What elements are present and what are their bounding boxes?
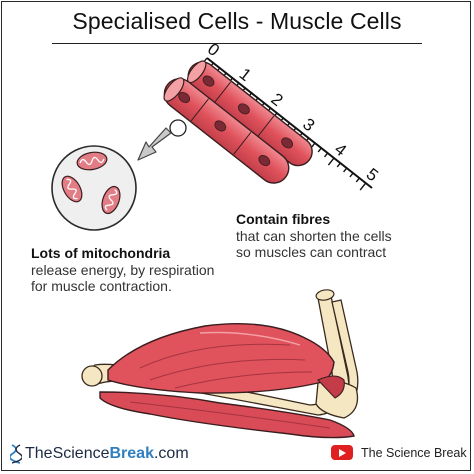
- brand-prefix: TheScience: [25, 445, 110, 462]
- mitochondria-zoom: [51, 145, 137, 231]
- fibres-body-line-1: that can shorten the cells: [236, 227, 392, 244]
- brand-bold: Break: [109, 445, 154, 462]
- fibres-heading: Contain fibres: [236, 211, 331, 227]
- mitochondria-label: Lots of mitochondria release energy, by …: [31, 245, 214, 295]
- brand-suffix: .com: [153, 445, 189, 462]
- ruler-minor-tick: [343, 167, 348, 173]
- youtube-channel-link[interactable]: The Science Break: [331, 445, 467, 460]
- ruler-minor-tick: [336, 162, 341, 168]
- ruler-tick-label: 0: [204, 39, 223, 60]
- ruler-minor-tick: [355, 177, 360, 183]
- ruler-minor-tick: [317, 147, 322, 153]
- zoom-arrow: [137, 127, 172, 161]
- muscle-fibres: [163, 60, 313, 184]
- fibres-label: Contain fibres that can shorten the cell…: [236, 211, 392, 261]
- page-title: Specialised Cells - Muscle Cells: [72, 8, 402, 34]
- mitochondria-body-line-1: release energy, by respiration: [31, 261, 215, 278]
- dna-icon: [10, 444, 22, 464]
- zoom-marker: [169, 119, 187, 137]
- fibres-body-line-2: so muscles can contract: [236, 244, 387, 260]
- title-underline: [52, 43, 422, 44]
- youtube-label: The Science Break: [361, 445, 467, 460]
- arm-muscle-illustration: [81, 289, 359, 439]
- mitochondria-heading: Lots of mitochondria: [31, 245, 171, 261]
- ruler-minor-tick: [323, 152, 329, 158]
- ruler-major-tick: [359, 182, 367, 191]
- ruler-minor-tick: [349, 172, 354, 178]
- mitochondria-body-line-2: for muscle contraction.: [31, 278, 172, 294]
- youtube-play-icon: [331, 445, 353, 460]
- ruler-minor-tick: [311, 142, 316, 148]
- ruler-major-tick: [327, 157, 335, 166]
